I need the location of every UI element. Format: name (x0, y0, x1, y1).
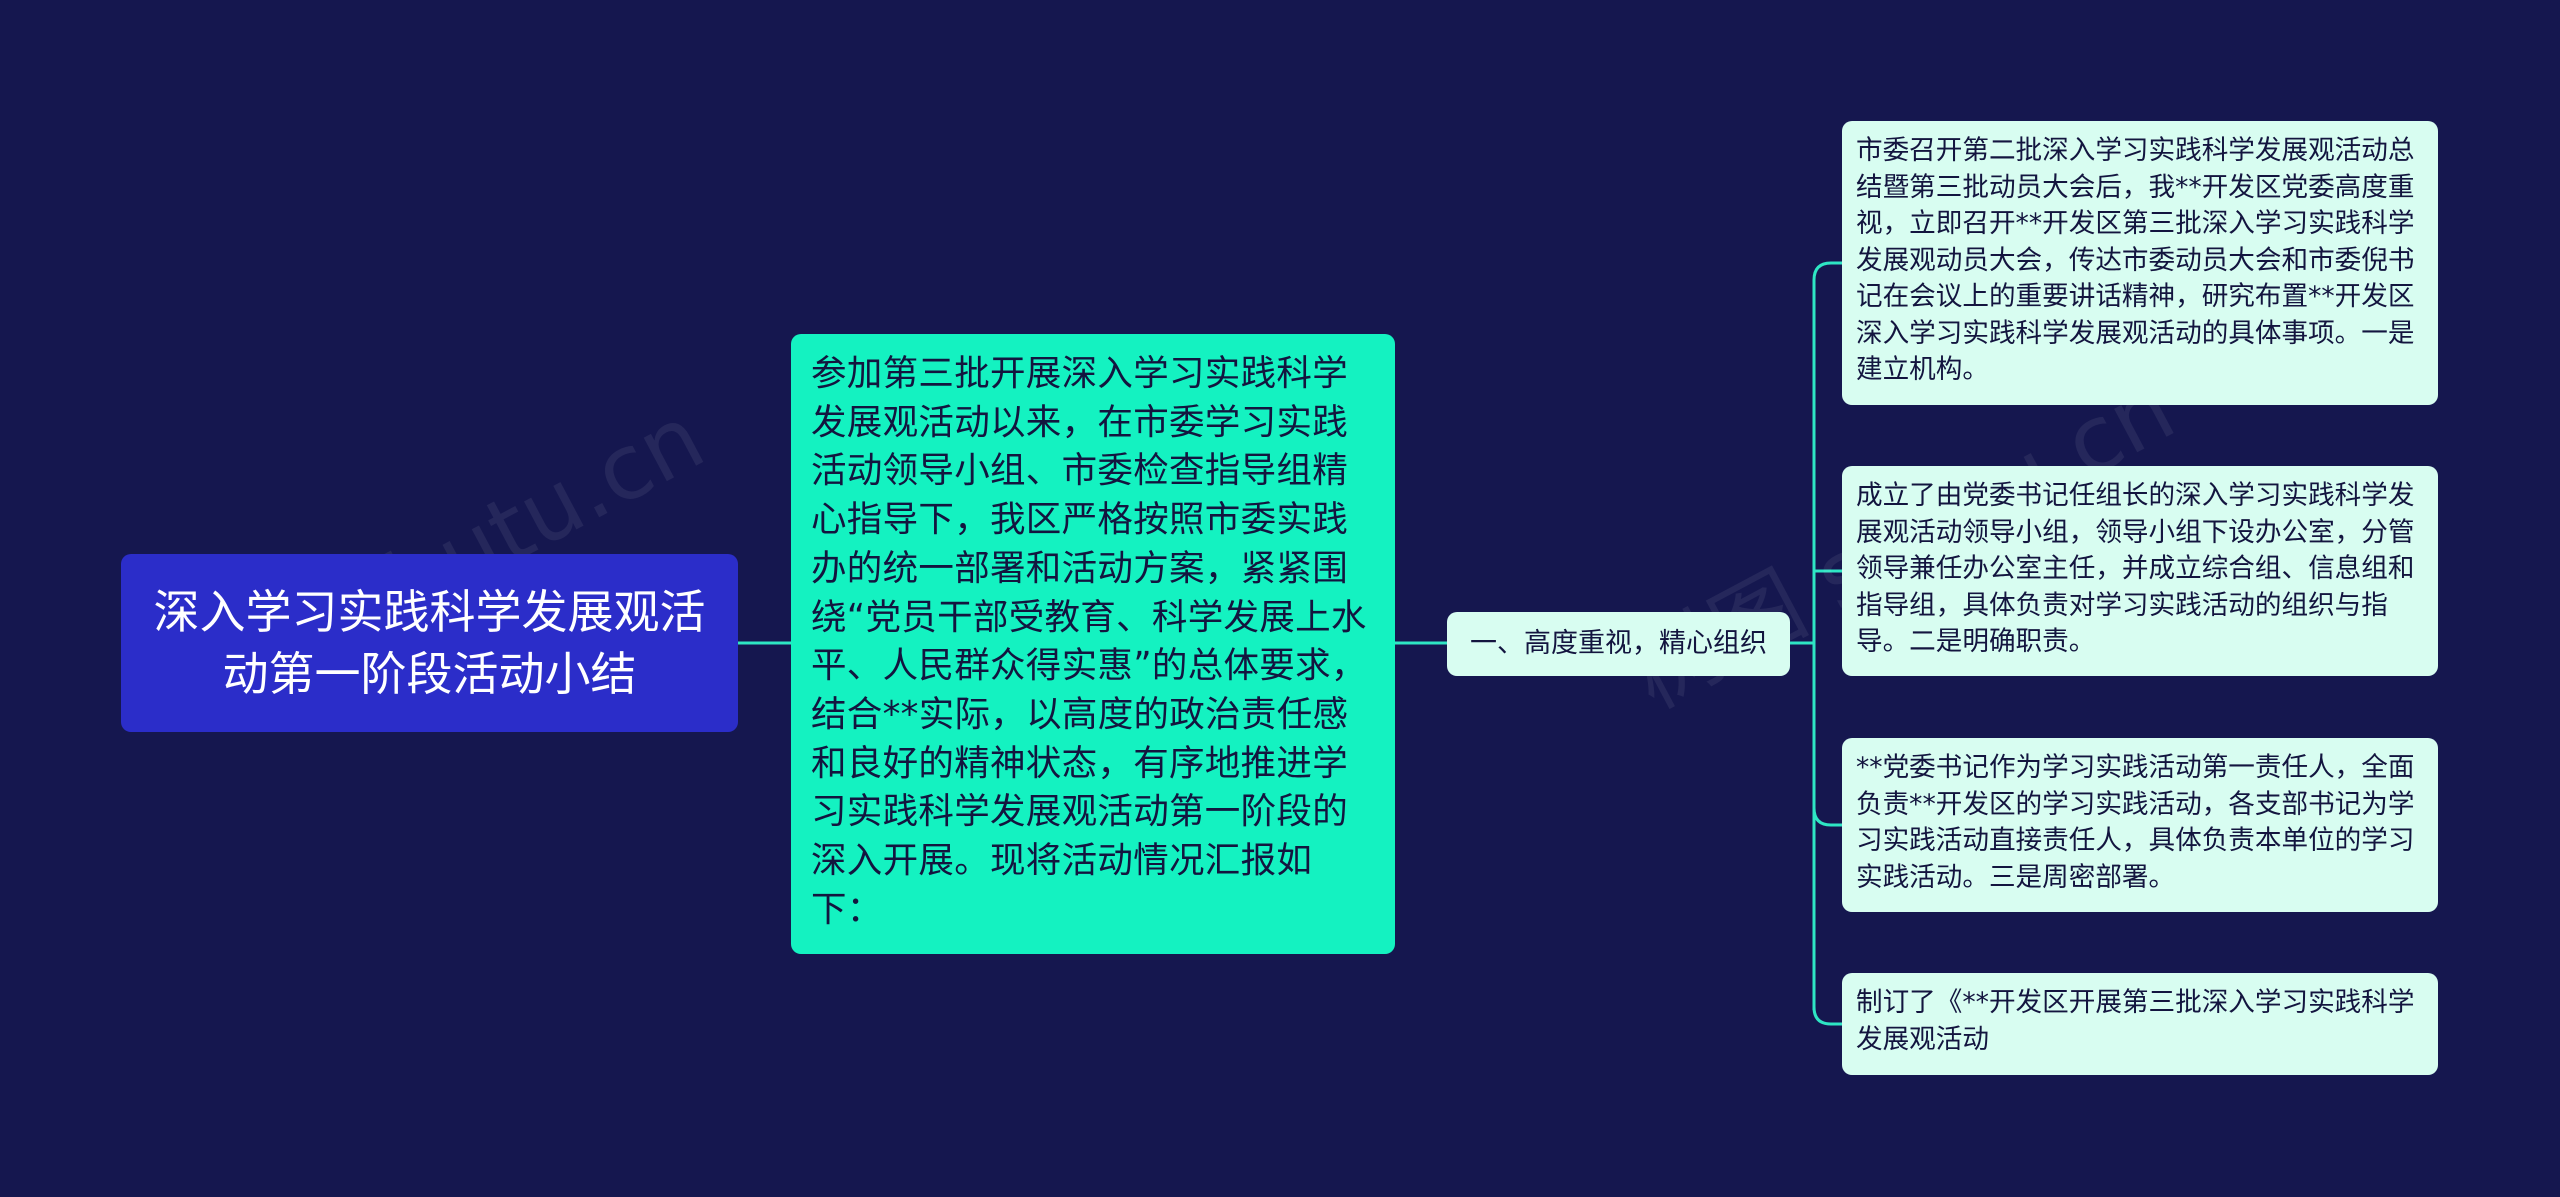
leaf-text-4: 制订了《**开发区开展第三批深入学习实践科学发展观活动 (1856, 987, 2415, 1055)
connector-leaf3 (1812, 807, 1842, 827)
root-topic-title: 深入学习实践科学发展观活动第一阶段活动小结 (153, 585, 706, 701)
leaf-node-4[interactable]: 制订了《**开发区开展第三批深入学习实践科学发展观活动 (1842, 973, 2438, 1075)
leaf-node-1[interactable]: 市委召开第二批深入学习实践科学发展观活动总结暨第三批动员大会后，我**开发区党委… (1842, 121, 2438, 405)
leaf-node-2[interactable]: 成立了由党委书记任组长的深入学习实践科学发展观活动领导小组，领导小组下设办公室，… (1842, 466, 2438, 676)
connector-leaf4 (1812, 1006, 1842, 1026)
leaf-text-2: 成立了由党委书记任组长的深入学习实践科学发展观活动领导小组，领导小组下设办公室，… (1856, 480, 2415, 657)
summary-node[interactable]: 参加第三批开展深入学习实践科学发展观活动以来，在市委学习实践活动领导小组、市委检… (791, 334, 1395, 954)
summary-text: 参加第三批开展深入学习实践科学发展观活动以来，在市委学习实践活动领导小组、市委检… (811, 353, 1367, 930)
leaf-text-1: 市委召开第二批深入学习实践科学发展观活动总结暨第三批动员大会后，我**开发区党委… (1856, 135, 2415, 385)
branch-label: 一、高度重视，精心组织 (1470, 628, 1767, 659)
root-topic-node[interactable]: 深入学习实践科学发展观活动第一阶段活动小结 (121, 554, 738, 732)
leaf-text-3: **党委书记作为学习实践活动第一责任人，全面负责**开发区的学习实践活动，各支部… (1856, 752, 2415, 893)
connector-leaf1 (1812, 261, 1842, 281)
leaf-node-3[interactable]: **党委书记作为学习实践活动第一责任人，全面负责**开发区的学习实践活动，各支部… (1842, 738, 2438, 912)
branch-node[interactable]: 一、高度重视，精心组织 (1447, 612, 1790, 676)
